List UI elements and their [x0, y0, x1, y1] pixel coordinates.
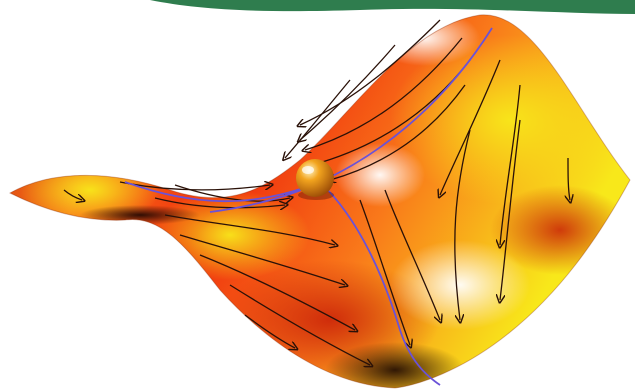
- trajectory: [305, 37, 463, 150]
- trajectory: [199, 254, 355, 330]
- trajectory: [63, 189, 82, 200]
- trajectory: [229, 284, 370, 365]
- trajectory: [119, 182, 270, 191]
- trajectory: [454, 129, 471, 320]
- top-band: [150, 0, 635, 14]
- trajectory: [300, 19, 441, 125]
- trajectory: [244, 314, 295, 348]
- trajectory: [568, 157, 570, 200]
- trajectory: [359, 199, 410, 345]
- trajectory: [330, 84, 466, 180]
- flow-trajectories: [63, 19, 570, 365]
- trajectory: [179, 234, 345, 285]
- trajectory: [384, 189, 440, 320]
- trajectory: [285, 79, 351, 158]
- trajectory: [500, 84, 521, 245]
- trajectory: [154, 197, 285, 208]
- unstable-separatrix: [319, 181, 441, 386]
- trajectory: [500, 119, 521, 300]
- saddle-point-ball: [296, 159, 334, 200]
- trajectory: [440, 59, 501, 195]
- trajectory: [300, 44, 396, 140]
- trajectory: [174, 184, 290, 201]
- trajectory: [164, 214, 335, 245]
